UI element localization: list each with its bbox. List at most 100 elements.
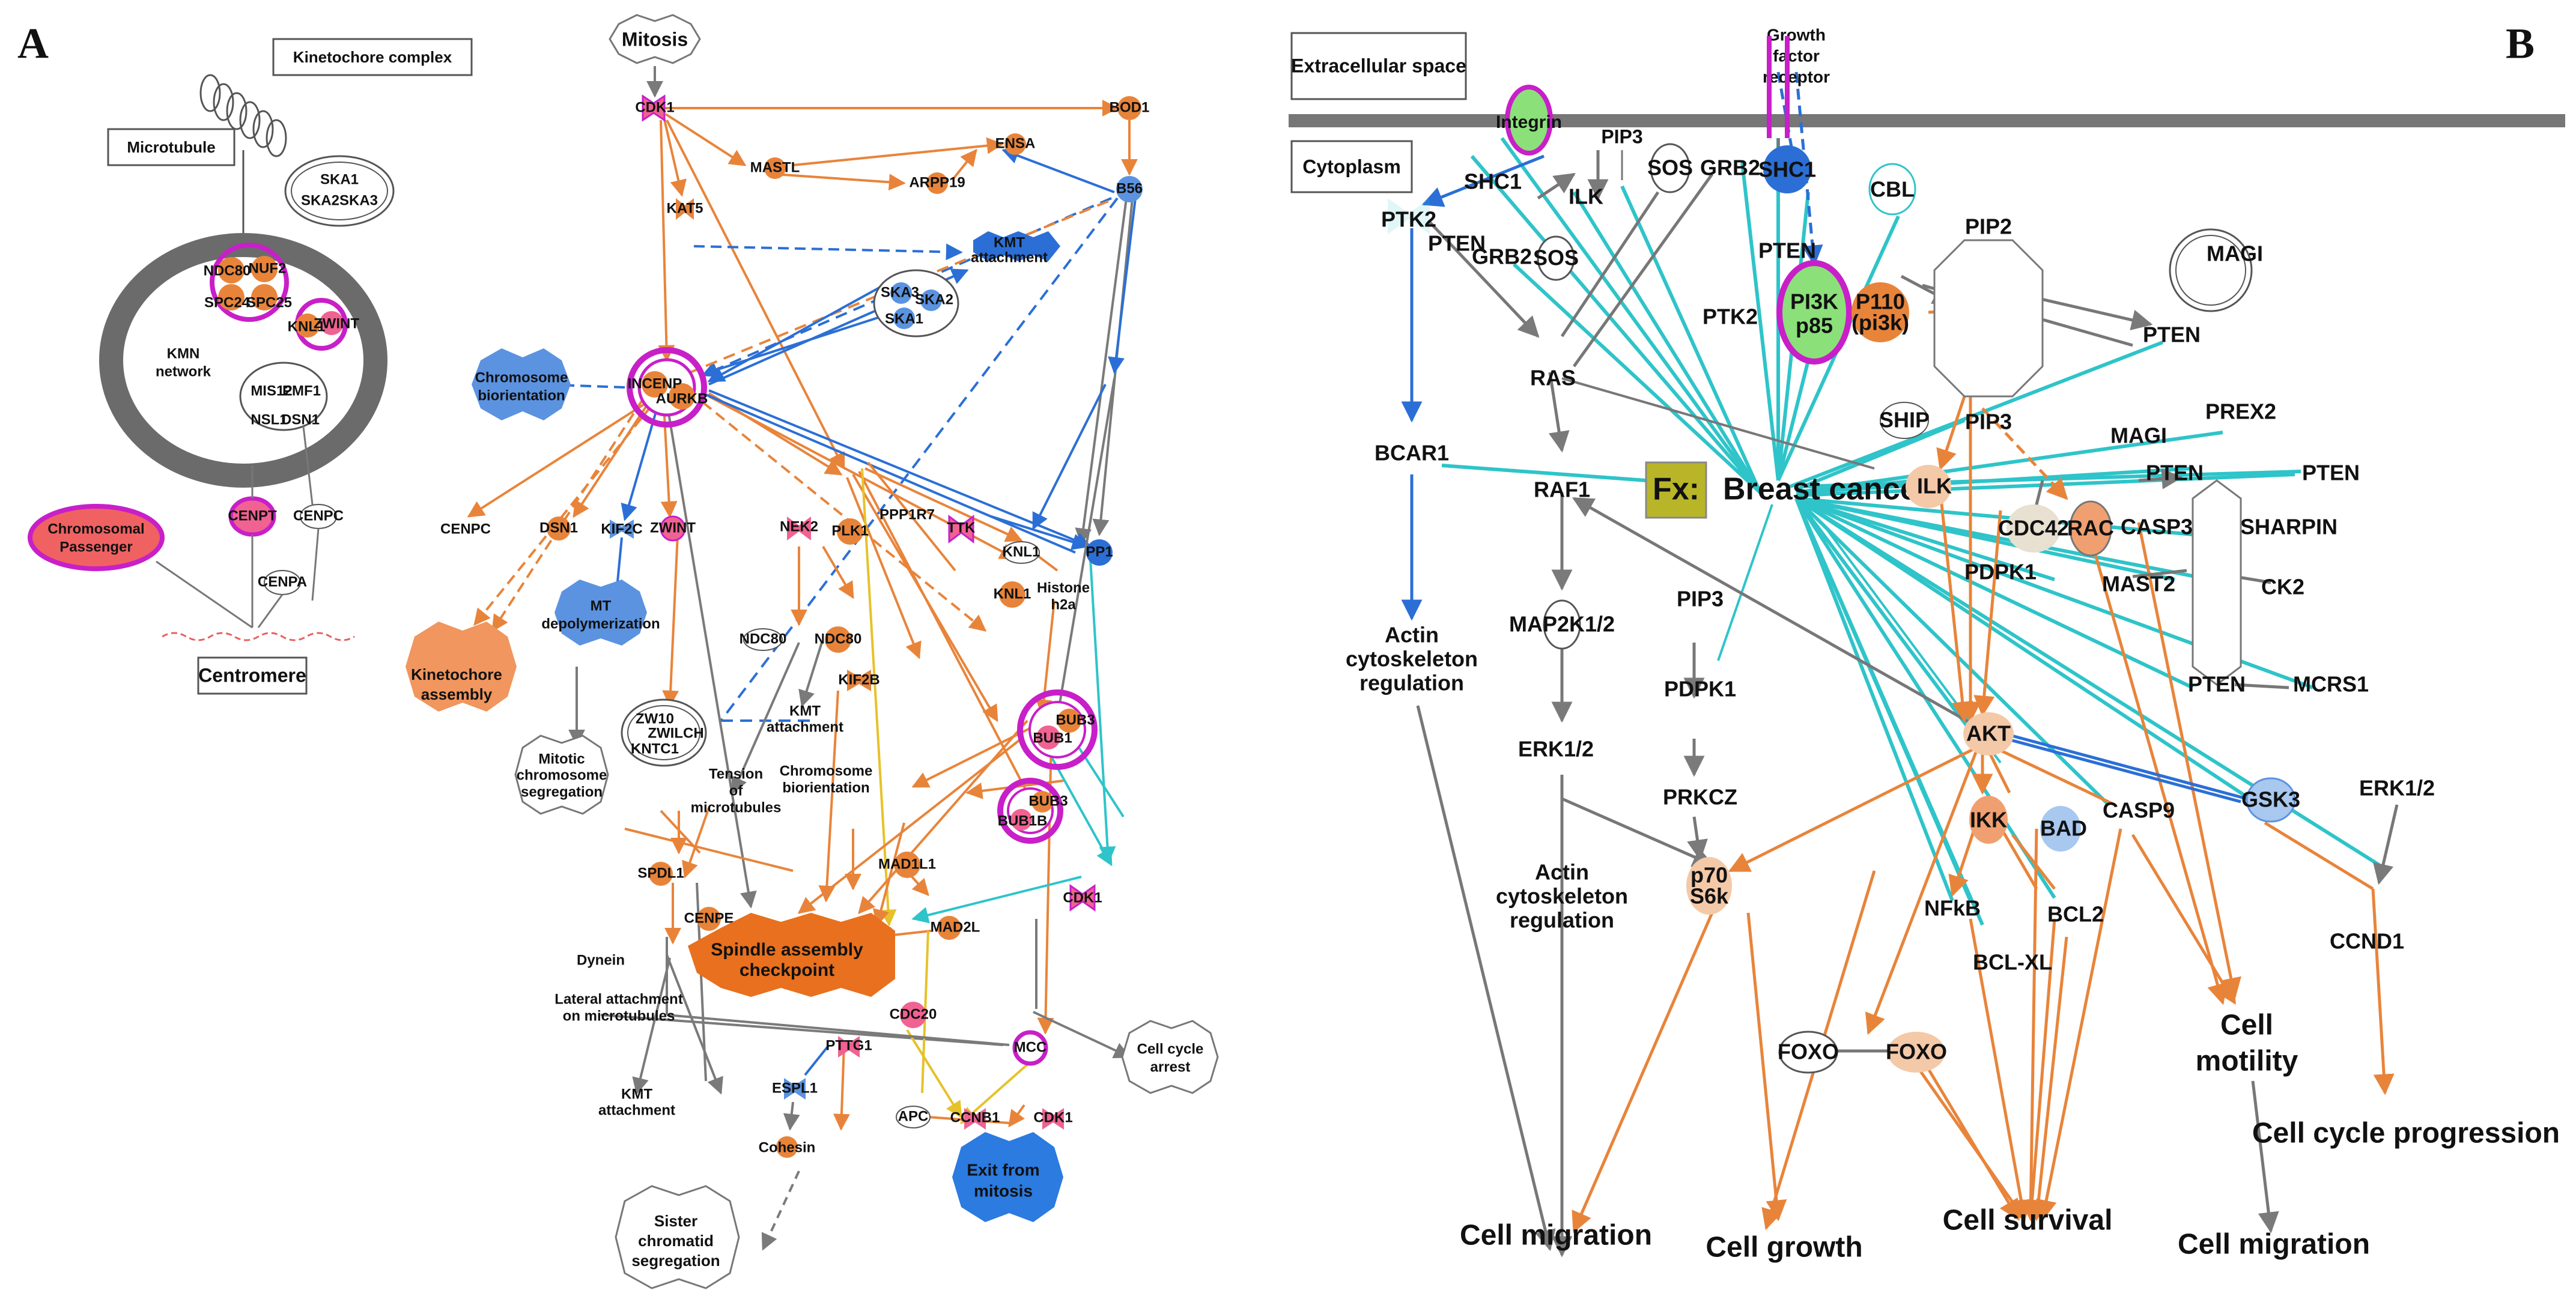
sister-chromatid-segregation-node <box>615 1185 740 1289</box>
growth2-label: factor <box>1773 46 1820 65</box>
extracellular-box <box>1290 32 1467 100</box>
extracellular-label: Extracellular space <box>1291 55 1466 76</box>
aurkb-label: AURKB <box>656 390 708 407</box>
p110a-label: P110 <box>1856 289 1905 314</box>
bub1-node <box>1036 725 1060 749</box>
kmn-network-ring <box>99 233 387 488</box>
kat5-node <box>676 198 694 220</box>
grb2-label: GRB2 <box>1700 156 1760 180</box>
cohesin-label: Cohesin <box>759 1139 816 1155</box>
mt-depolymerization-node <box>554 580 647 646</box>
ilkb-node <box>1906 465 1951 508</box>
ptk2-node <box>1388 198 1430 234</box>
cenpc-label: CENPC <box>293 507 344 524</box>
kmn-label: KMN <box>167 345 200 362</box>
structure-lines <box>156 426 320 629</box>
cytoplasm-label: Cytoplasm <box>1302 156 1401 177</box>
mcs1-label: Mitotic <box>538 751 585 767</box>
cdk1-label: CDK1 <box>635 99 674 115</box>
sac1-label: Spindle assembly <box>711 940 863 960</box>
mad2l-node <box>937 916 961 940</box>
ccnb1-node <box>964 1108 986 1130</box>
knl1c-node <box>999 581 1025 608</box>
knl1b-label: KNL1 <box>1003 544 1040 560</box>
gsk3-label: GSK3 <box>2241 787 2300 812</box>
motility1-label: Cell <box>2220 1010 2273 1041</box>
cohesin-node <box>776 1136 798 1158</box>
bad-node <box>2040 806 2081 852</box>
mcs3-label: segregation <box>521 784 603 800</box>
ttk-label: TTK <box>947 519 976 536</box>
pip3c-label: PIP3 <box>1677 587 1724 611</box>
knl1b-node <box>1003 541 1040 564</box>
bub1b-node <box>1010 809 1032 831</box>
p70a-label: p70 <box>1690 863 1728 888</box>
ship-node <box>1880 402 1929 439</box>
sharpin-label: SHARPIN <box>2240 515 2338 539</box>
ccnd1-label: CCND1 <box>2330 929 2404 954</box>
chromo-bio2-label: biorientation <box>478 387 565 404</box>
histone1-label: Histone <box>1037 580 1090 596</box>
panel-a-label: A <box>17 20 49 68</box>
ndc80b-label: NDC80 <box>740 631 787 647</box>
actin6-label: regulation <box>1510 908 1614 933</box>
pp1-node <box>1086 539 1113 566</box>
mcc-node <box>1012 1030 1048 1066</box>
cdk1c-label: CDK1 <box>1033 1109 1072 1125</box>
nuf2-node <box>251 256 278 282</box>
espl1-label: ESPL1 <box>772 1080 818 1096</box>
growth-label: Cell growth <box>1706 1232 1862 1264</box>
erk2-label: ERK1/2 <box>2359 776 2435 801</box>
mcc-label: MCC <box>1014 1039 1047 1055</box>
ptk2b-label: PTK2 <box>1703 304 1758 329</box>
pi3k1-label: PI3K <box>1790 289 1838 314</box>
ska1b-label: SKA1 <box>885 310 923 327</box>
kmt3a-label: KMT <box>621 1086 652 1102</box>
tension3-label: microtubules <box>691 799 782 816</box>
foxob-label: FOXO <box>1886 1040 1947 1064</box>
magi-node <box>2169 228 2253 312</box>
actin1-label: Actin <box>1385 623 1439 647</box>
chromosomal-passenger-node <box>28 504 165 571</box>
b56-node <box>1116 176 1143 202</box>
centromere-line <box>162 632 355 641</box>
lat2-label: on microtubules <box>563 1008 675 1024</box>
akt-label: AKT <box>1966 721 2011 746</box>
knl1-label: KNL1 <box>288 318 326 335</box>
integrin-node <box>1505 85 1553 156</box>
cell-cycle-arrest-node <box>1121 1020 1219 1094</box>
bad-label: BAD <box>2040 816 2087 841</box>
mad1l1-label: MAD1L1 <box>878 856 936 872</box>
ska3-label: SKA3 <box>881 284 919 300</box>
prkcz-label: PRKCZ <box>1663 785 1737 810</box>
centromere-box <box>197 656 308 695</box>
growth-factor-receptor-node <box>1767 36 1790 138</box>
espl1-node <box>784 1078 806 1100</box>
knl1c-label: KNL1 <box>994 586 1031 602</box>
mcs2-label: chromosome <box>517 767 607 783</box>
sister2-label: chromatid <box>638 1232 714 1250</box>
kat5-label: KAT5 <box>667 200 703 216</box>
zw10-complex-inner <box>627 705 700 760</box>
mt-depol1-label: MT <box>591 598 612 614</box>
p110b-label: (pi3k) <box>1852 310 1909 335</box>
kmt-attachment-node <box>973 231 1060 261</box>
kntc1-label: KNTC1 <box>631 740 679 757</box>
sos-label: SOS <box>1647 156 1693 180</box>
erk-label: ERK1/2 <box>1518 737 1594 762</box>
pten-label: PTEN <box>1428 231 1486 256</box>
bub1b-label: BUB1B <box>998 813 1048 829</box>
dsn1b-label: DSN1 <box>539 519 578 536</box>
magi-inner <box>2175 235 2246 306</box>
ikk-node <box>1969 796 2008 844</box>
kif2c-node <box>610 519 634 539</box>
lat1-label: Lateral attachment <box>554 991 682 1007</box>
growth1-label: Growth <box>1767 25 1826 44</box>
magib-label: MAGI <box>2110 423 2167 448</box>
ensa-label: ENSA <box>995 135 1036 151</box>
cca2-label: arrest <box>1150 1059 1191 1075</box>
kif2b-label: KIF2B <box>838 671 879 688</box>
apc-node <box>896 1106 931 1128</box>
bub3b-bub1b-ring <box>997 778 1063 844</box>
sosb-label: SOS <box>1533 246 1579 270</box>
